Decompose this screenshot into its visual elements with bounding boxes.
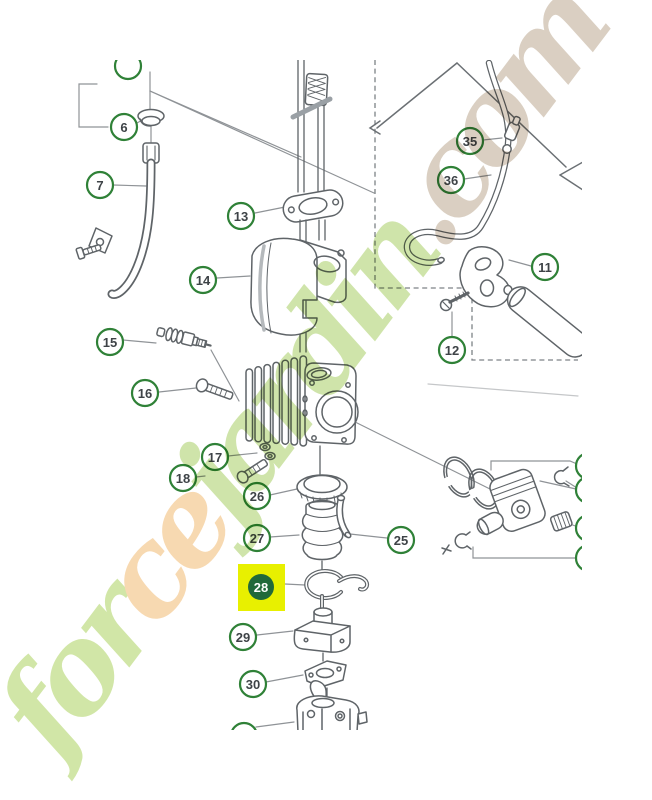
cropped-callout: [574, 477, 582, 503]
svg-text:30: 30: [246, 677, 260, 692]
part-spark-plug: [156, 327, 212, 349]
svg-text:13: 13: [234, 209, 248, 224]
cropped-callout: [574, 545, 582, 571]
callout-27[interactable]: 27: [242, 523, 272, 553]
callout-7[interactable]: 7: [85, 170, 115, 200]
part-carburetor: [296, 680, 368, 730]
svg-text:6: 6: [120, 120, 127, 135]
svg-text:11: 11: [538, 260, 552, 275]
part-fuel-line: [75, 142, 160, 299]
callout-36[interactable]: 36: [436, 165, 466, 195]
svg-text:14: 14: [196, 273, 211, 288]
part-spring-28: [304, 569, 370, 613]
handlebar-reference-lines: [368, 62, 582, 191]
part-shaft-tube: [503, 284, 582, 358]
callout-28[interactable]: 28: [238, 564, 285, 611]
part-handle: [459, 246, 511, 308]
svg-text:7: 7: [96, 178, 103, 193]
part-bolt-16: [195, 378, 234, 400]
part-circlip-bottom: [441, 531, 472, 555]
callout-16[interactable]: 16: [130, 378, 160, 408]
part-gasket-13: [282, 189, 344, 223]
part-piston: [489, 468, 546, 532]
clamp-screw: [75, 244, 102, 260]
part-cable-column: [290, 60, 333, 193]
svg-text:27: 27: [250, 531, 264, 546]
cropped-callout: [113, 60, 143, 81]
callout-14[interactable]: 14: [188, 265, 218, 295]
callout-26[interactable]: 26: [242, 481, 272, 511]
callout-18[interactable]: 18: [168, 463, 198, 493]
cropped-callout: [231, 721, 257, 730]
callout-29[interactable]: 29: [228, 622, 258, 652]
part-screw-12: [439, 291, 470, 312]
callout-35[interactable]: 35: [455, 126, 485, 156]
part-pump-29: [293, 607, 351, 653]
callout-11[interactable]: 11: [530, 252, 560, 282]
callout-15[interactable]: 15: [95, 327, 125, 357]
svg-text:12: 12: [445, 343, 459, 358]
callout-30[interactable]: 30: [238, 669, 268, 699]
svg-text:25: 25: [394, 533, 408, 548]
cropped-callout: [574, 453, 582, 479]
svg-text:16: 16: [138, 386, 152, 401]
part-hose-25: [336, 494, 352, 539]
line-art: [75, 60, 582, 730]
svg-text:28: 28: [254, 580, 268, 595]
callouts-layer: 6 7 11 12 13 14 15 16 17 18 25 26 27 28 29 30 35 36: [85, 60, 582, 730]
part-needle-bearing: [549, 511, 573, 532]
callout-6[interactable]: 6: [109, 112, 139, 142]
part-grommet: [137, 108, 165, 143]
cable-fittings: [503, 115, 521, 142]
part-bolt-washers: [236, 442, 276, 484]
callout-17[interactable]: 17: [200, 442, 230, 472]
svg-text:36: 36: [444, 173, 458, 188]
bracket-5-6: [78, 83, 109, 128]
part-clamp-26: [296, 474, 348, 505]
part-cylinder: [245, 355, 359, 447]
svg-text:26: 26: [250, 489, 264, 504]
svg-text:18: 18: [176, 471, 190, 486]
svg-text:35: 35: [463, 134, 477, 149]
part-circlip-top: [553, 466, 570, 487]
part-heat-shield: [250, 237, 347, 336]
callout-25[interactable]: 25: [386, 525, 416, 555]
leader-lines: [78, 71, 579, 728]
part-piston-pin: [476, 511, 504, 536]
svg-text:29: 29: [236, 630, 250, 645]
svg-text:15: 15: [103, 335, 117, 350]
svg-text:17: 17: [208, 450, 222, 465]
callout-12[interactable]: 12: [437, 335, 467, 365]
dashed-detail-box: [374, 60, 578, 361]
cropped-callout: [574, 515, 582, 541]
callout-13[interactable]: 13: [226, 201, 256, 231]
part-cable: [403, 60, 521, 266]
